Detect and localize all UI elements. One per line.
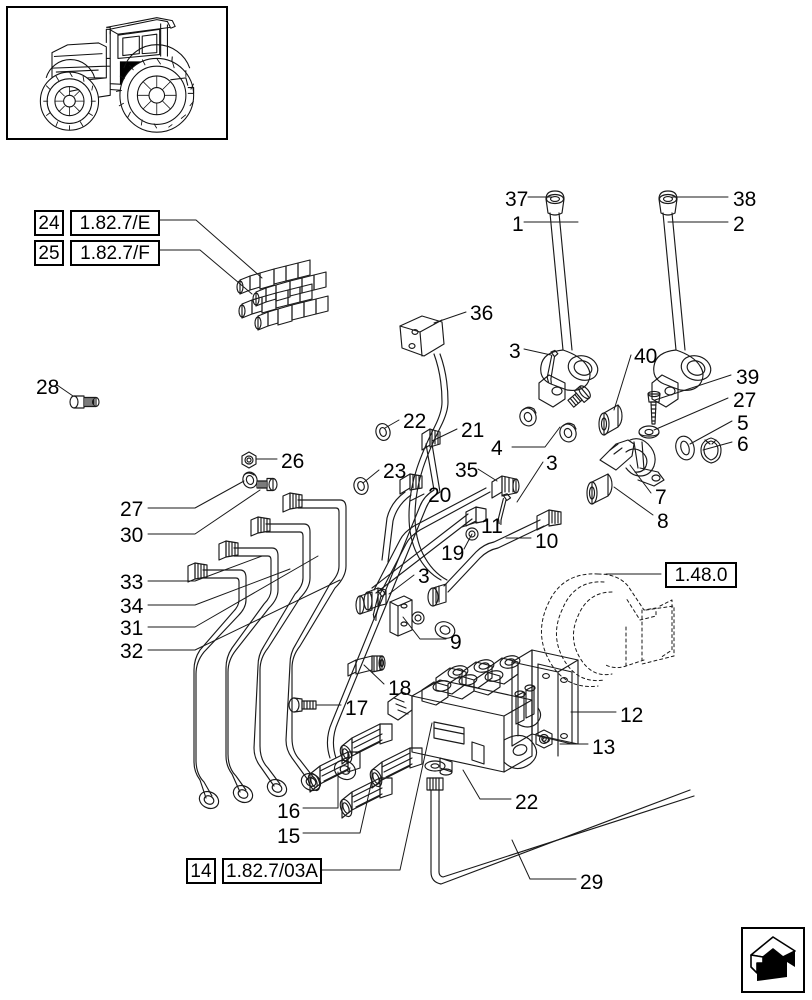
callout-8: 8 [657,510,669,533]
callout-3-middle: 3 [546,452,558,475]
3d-arrow-icon-frame [741,927,805,993]
ref-number-25: 25 [34,240,64,266]
callout-18: 18 [388,677,412,700]
callout-12: 12 [620,704,644,727]
callout-36: 36 [470,302,494,325]
callout-27-right: 27 [733,389,757,412]
callout-3-lower: 3 [418,565,430,588]
callout-22-lower: 22 [515,791,539,814]
callout-35: 35 [455,459,479,482]
callout-33: 33 [120,571,144,594]
callout-19: 19 [441,542,465,565]
ref-link-1827E[interactable]: 1.82.7/E [70,210,160,236]
callout-40: 40 [634,345,658,368]
callout-7: 7 [655,486,667,509]
callout-2: 2 [733,213,745,236]
callout-15: 15 [277,825,301,848]
ref-link-1480[interactable]: 1.48.0 [665,562,737,588]
callout-21: 21 [461,419,485,442]
callout-34: 34 [120,595,144,618]
callout-38: 38 [733,188,757,211]
callout-6-right: 6 [737,433,749,456]
callout-26: 26 [281,450,305,473]
callout-28: 28 [36,376,60,399]
callout-4: 4 [491,437,503,460]
callout-23: 23 [383,460,407,483]
callout-17: 17 [345,697,369,720]
callout-31: 31 [120,617,144,640]
callout-13: 13 [592,736,616,759]
callout-39: 39 [736,366,760,389]
3d-arrow-icon [750,936,796,981]
ref-number-14: 14 [186,858,216,884]
callout-37: 37 [505,188,529,211]
callout-22-upper: 22 [403,410,427,433]
ref-link-182703A[interactable]: 1.82.7/03A [222,858,322,884]
callout-11: 11 [481,515,503,538]
callout-29: 29 [580,871,604,894]
callout-1: 1 [512,213,524,236]
callout-30: 30 [120,524,144,547]
tractor-silhouette [39,17,195,133]
callout-32: 32 [120,640,144,663]
ref-link-1827F[interactable]: 1.82.7/F [70,240,160,266]
callout-27-left: 27 [120,498,144,521]
callout-10: 10 [535,530,559,553]
callout-9: 9 [450,631,462,654]
callout-20: 20 [428,484,452,507]
ref-number-24: 24 [34,210,64,236]
callout-16: 16 [277,800,301,823]
callout-5-right: 5 [737,412,749,435]
callout-3-upper: 3 [509,340,521,363]
tractor-thumbnail-frame [6,6,228,140]
